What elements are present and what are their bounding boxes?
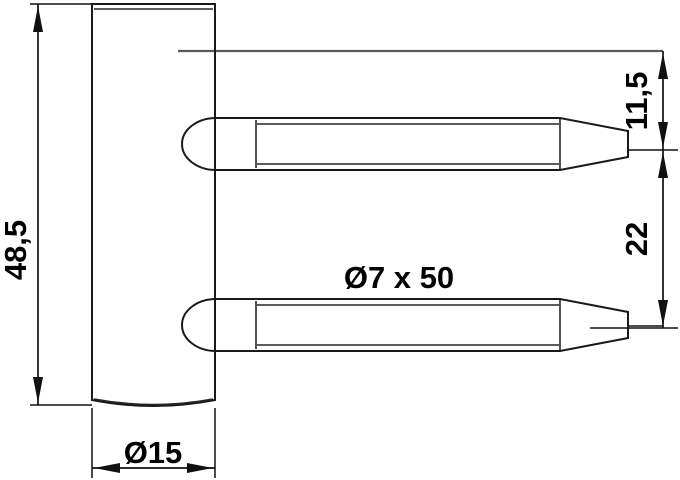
dimension-label-pin-spec: Ø7 x 50 bbox=[344, 260, 454, 295]
dimension-label-pin-spacing: 22 bbox=[619, 222, 654, 256]
dimension-label-top-offset: 11,5 bbox=[619, 72, 654, 131]
mounting-plate bbox=[91, 3, 216, 407]
dimension-top-offset: 11,5 bbox=[619, 51, 678, 151]
label-pin-spec: Ø7 x 50 bbox=[344, 260, 454, 295]
dimension-height-overall: 48,5 bbox=[0, 3, 92, 406]
dimension-label-plate-width: Ø15 bbox=[124, 435, 183, 470]
upper-pin bbox=[181, 117, 629, 171]
dimension-pin-spacing: 22 bbox=[590, 150, 678, 329]
dimension-plate-width: Ø15 bbox=[91, 408, 216, 478]
dimension-label-height: 48,5 bbox=[0, 220, 33, 280]
lower-pin bbox=[181, 298, 629, 352]
